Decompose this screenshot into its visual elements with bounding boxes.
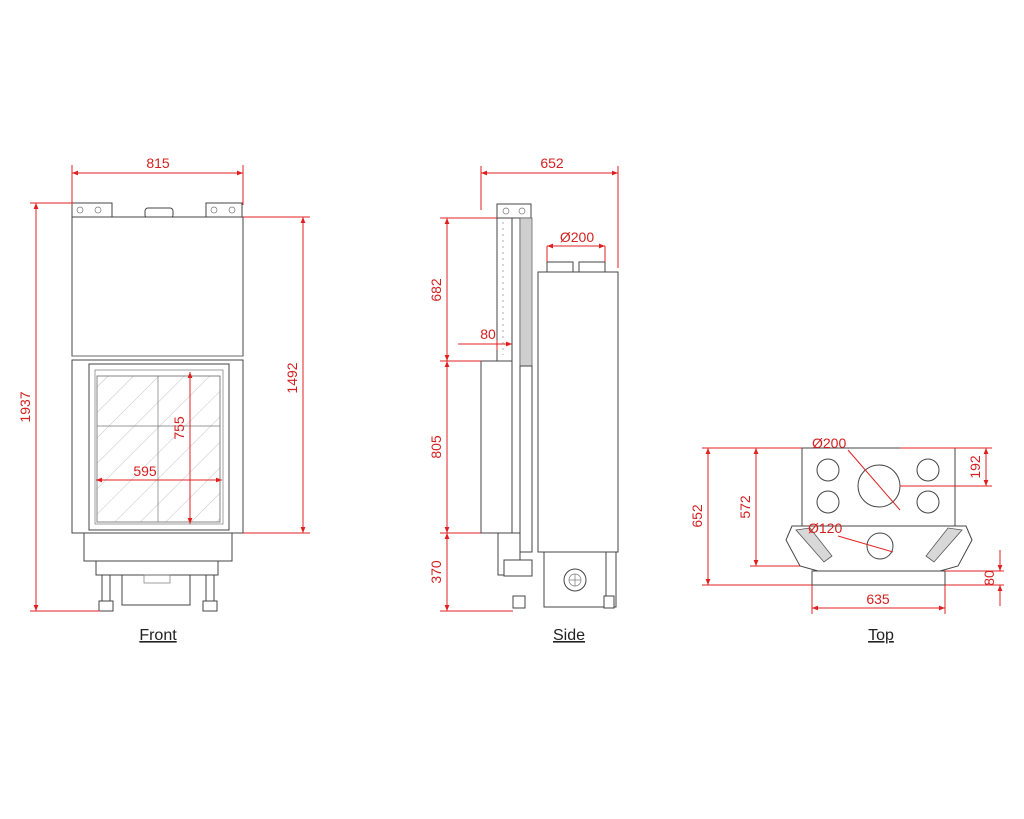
top-air-hole [816, 490, 840, 514]
dim-top-depth-outer: 652 [689, 504, 705, 528]
front-top-brackets [71, 202, 243, 219]
dim-front-glass-width: 595 [133, 463, 157, 479]
front-base [83, 532, 233, 612]
top-view: Ø200 Ø120 192 652 572 635 80 Top [689, 435, 1004, 644]
dim-top-depth-inner: 572 [737, 495, 753, 519]
dim-top-front-width: 635 [866, 591, 890, 607]
front-glass [96, 375, 221, 523]
dim-side-flue: Ø200 [560, 229, 594, 245]
dim-front-height: 1937 [17, 391, 33, 422]
dim-side-offset: 80 [480, 326, 496, 342]
front-caption: Front [139, 627, 177, 644]
dim-front-glass-height: 755 [171, 416, 187, 440]
side-view: 652 Ø200 682 805 370 80 Side [428, 155, 619, 644]
dim-side-middle: 805 [428, 435, 444, 459]
top-caption: Top [868, 627, 894, 644]
dim-top-flue: Ø200 [812, 435, 846, 451]
dim-side-base: 370 [428, 560, 444, 584]
side-rear-body [537, 271, 619, 553]
dim-top-air: Ø120 [808, 520, 842, 536]
top-air-inlet-circle [866, 532, 894, 560]
dim-top-front-depth: 80 [981, 570, 997, 586]
top-air-hole [916, 490, 940, 514]
side-front-panel [496, 217, 513, 362]
top-air-hole [916, 458, 940, 482]
dim-top-flue-offset: 192 [967, 455, 983, 479]
front-view: 815 1937 1492 755 595 Front [17, 155, 310, 644]
dim-front-width: 815 [146, 155, 170, 171]
front-hood [71, 216, 244, 357]
top-air-hole [816, 458, 840, 482]
dim-side-upper: 682 [428, 278, 444, 302]
side-caption: Side [553, 627, 585, 644]
dim-side-depth: 652 [540, 155, 564, 171]
dim-front-door-height: 1492 [284, 362, 300, 393]
